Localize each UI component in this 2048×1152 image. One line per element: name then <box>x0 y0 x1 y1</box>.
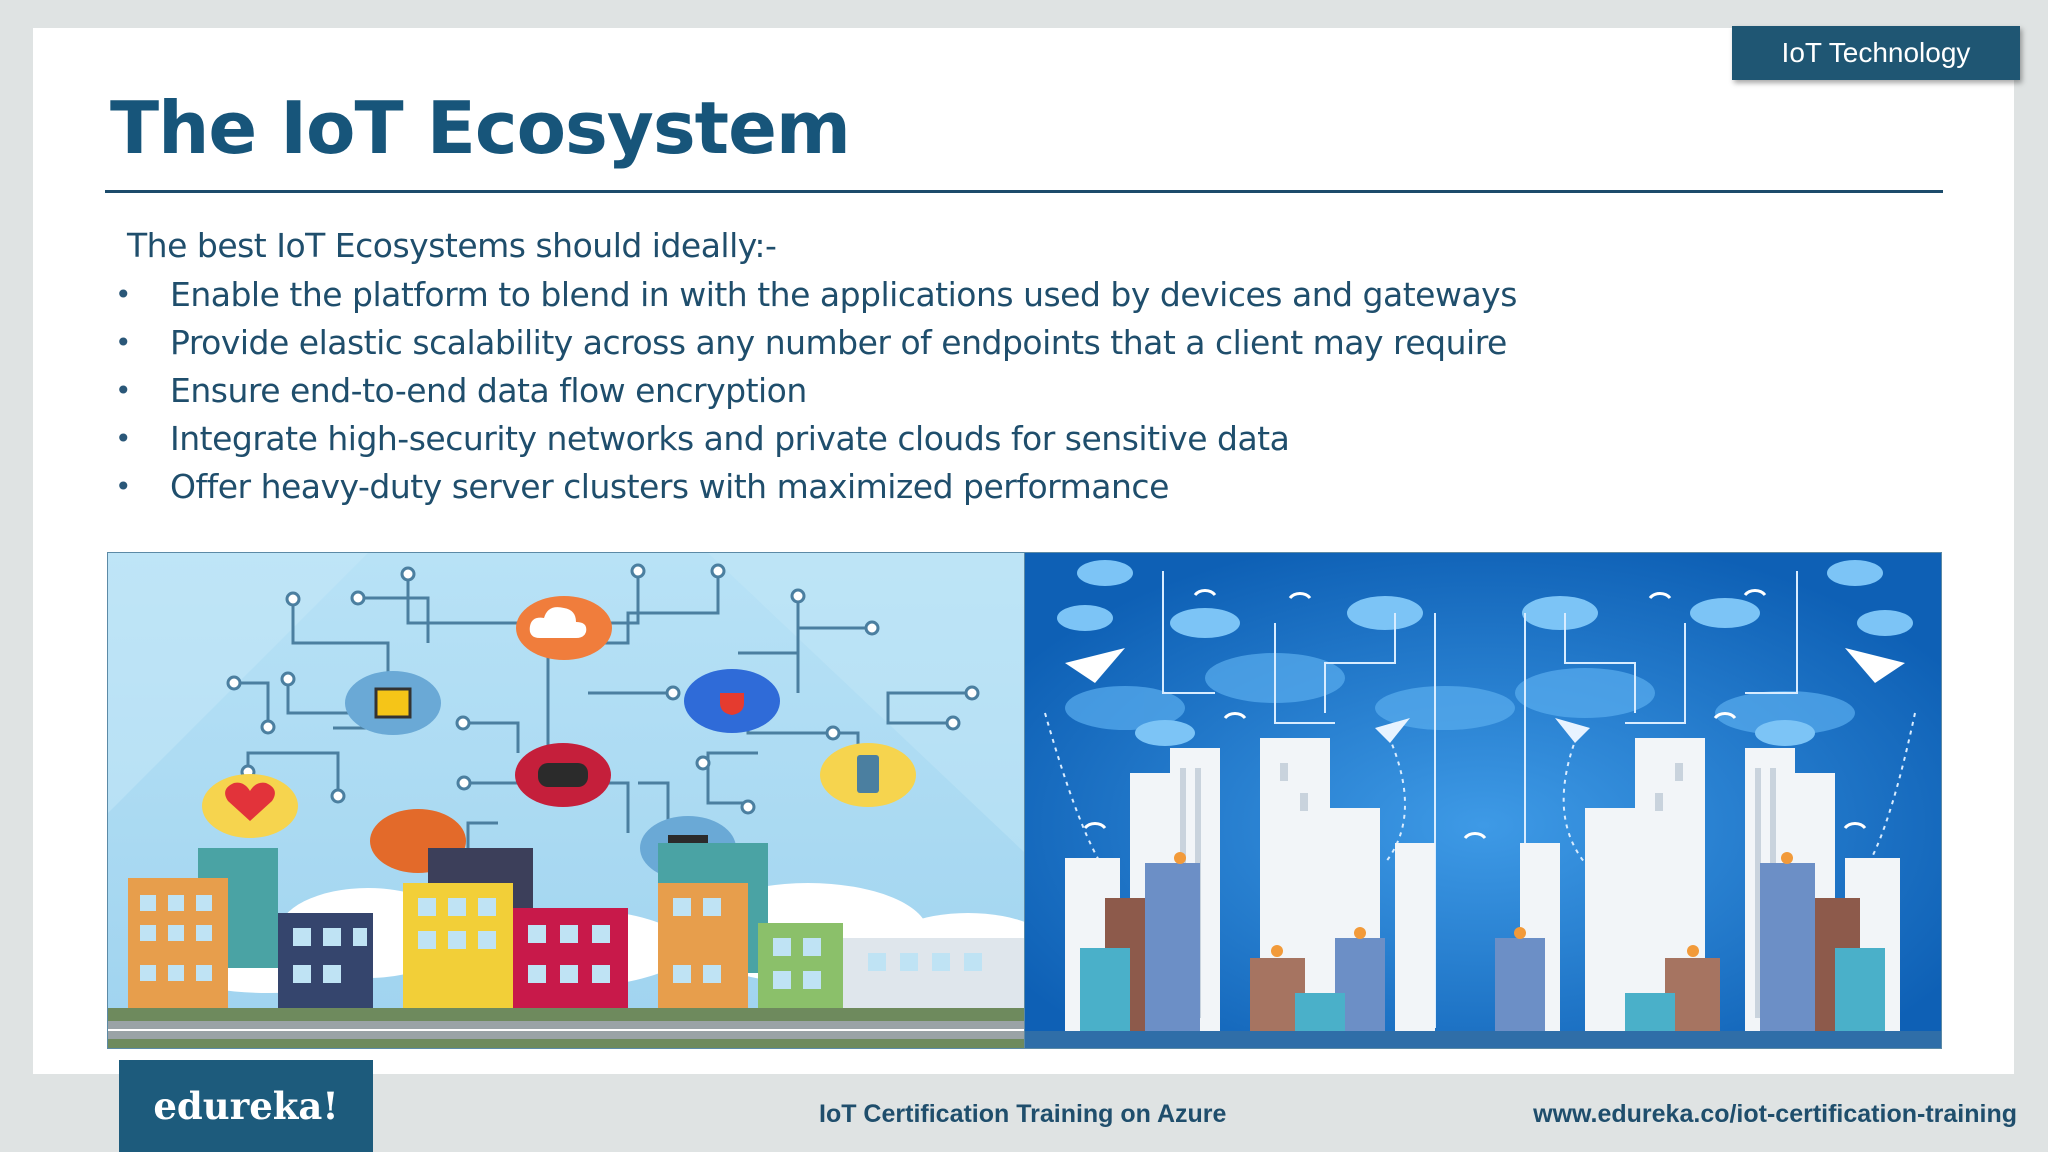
bullet-text: Enable the platform to blend in with the… <box>170 274 1517 314</box>
bullet-icon: • <box>115 421 132 455</box>
iot-network-graphic <box>108 553 1025 1048</box>
bullet-text: Provide elastic scalability across any n… <box>170 322 1507 362</box>
edureka-logo: edureka! <box>119 1060 373 1152</box>
list-item: • Offer heavy-duty server clusters with m… <box>115 462 1517 510</box>
title-divider <box>105 190 1943 193</box>
iot-skyline-illustration <box>1024 552 1942 1049</box>
list-item: • Integrate high-security networks and pr… <box>115 414 1517 462</box>
topic-tag: IoT Technology <box>1732 26 2020 80</box>
bullet-icon: • <box>115 277 132 311</box>
bullet-icon: • <box>115 325 132 359</box>
bullet-text: Offer heavy-duty server clusters with ma… <box>170 466 1169 506</box>
page-title: The IoT Ecosystem <box>110 86 851 170</box>
bullet-text: Integrate high-security networks and pri… <box>170 418 1290 458</box>
course-name: IoT Certification Training on Azure <box>819 1100 1227 1128</box>
intro-text: The best IoT Ecosystems should ideally:- <box>127 226 777 265</box>
bullet-icon: • <box>115 373 132 407</box>
iot-skyline-graphic <box>1025 553 1941 1048</box>
bullet-list: • Enable the platform to blend in with th… <box>115 270 1517 510</box>
course-url: www.edureka.co/iot-certification-trainin… <box>1533 1100 2017 1128</box>
list-item: • Provide elastic scalability across any … <box>115 318 1517 366</box>
list-item: • Ensure end-to-end data flow encryption <box>115 366 1517 414</box>
bullet-text: Ensure end-to-end data flow encryption <box>170 370 807 410</box>
iot-city-illustration <box>107 552 1026 1049</box>
bullet-icon: • <box>115 469 132 503</box>
list-item: • Enable the platform to blend in with th… <box>115 270 1517 318</box>
